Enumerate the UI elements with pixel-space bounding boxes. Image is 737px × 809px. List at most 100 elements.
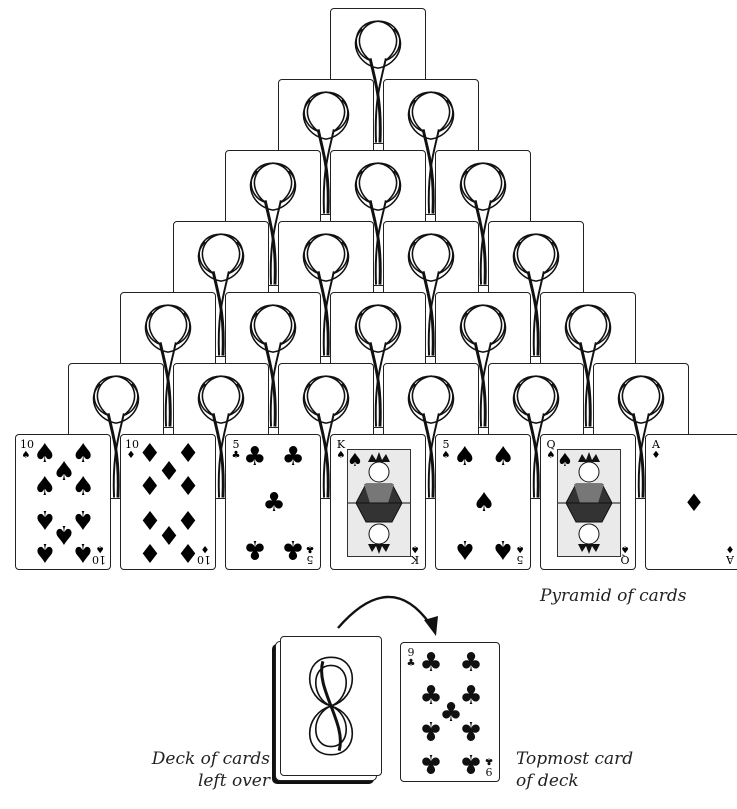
card-rank: 5 [232,438,240,451]
card-index-top: K♠ [335,439,347,461]
suit-pip-icon: ♣ [243,534,267,565]
card-rank: 9 [485,765,493,778]
suit-pip-icon: ♣ [262,488,286,518]
suit-pip-icon: ♠ [33,439,57,470]
suit-pip-icon: ♣ [281,534,305,565]
card-back-flourish-icon [308,656,354,756]
suit-icon: ♣ [484,755,494,766]
suit-pip-icon: ♠ [453,534,477,565]
card-index-bottom: A♦ [724,543,736,566]
card-rank: Q [620,553,630,566]
top-card-caption-line1: Topmost card [516,749,634,769]
card-rank: K [410,553,420,566]
suit-pip-icon: ♠ [453,441,477,472]
deck-caption-line2: left over [197,771,270,791]
suit-pip-icon: ♣ [459,681,483,712]
card-rank: 9 [407,646,415,659]
pyramid-card-face-up[interactable]: A♦A♦♦ [645,434,737,570]
queen-figure-icon [557,449,621,557]
top-card-caption-line2: of deck [516,771,579,791]
suit-pip-icon: ♣ [419,748,443,779]
pyramid-card-face-up[interactable]: K♠K♠♠ [330,434,426,570]
card-back-flourish-icon [249,304,297,427]
card-back-flourish-icon [92,375,139,498]
suit-pip-icon: ♦ [157,456,181,487]
suit-pip-icon: ♦ [138,439,162,470]
suit-pip-icon: ♣ [419,714,443,745]
suit-pip-icon: ♠ [52,456,76,487]
card-back-flourish-icon [354,20,402,143]
card-rank: 10 [20,438,34,451]
card-back-flourish-icon [617,375,664,498]
suit-pip-icon: ♣ [281,441,305,472]
card-back-flourish-icon [407,91,454,214]
card-back-flourish-icon [144,304,192,427]
card-back-flourish-icon [512,375,559,498]
deck-caption-line1: Deck of cards [151,749,270,769]
suit-pip-icon: ♣ [243,441,267,472]
pyramid-card-face-up[interactable]: 5♣5♣♣♣♣♣♣ [225,434,321,570]
suit-pip-icon: ♠ [472,488,496,518]
card-rank: 10 [125,438,139,451]
suit-pip-icon: ♦ [176,471,200,502]
card-rank: 5 [516,553,524,566]
suit-pip-icon: ♣ [439,698,463,728]
card-back-flourish-icon [197,375,244,498]
suit-pip-icon: ♠ [71,471,95,502]
card-rank: K [336,438,346,451]
card-index-top: 10♠ [20,438,34,461]
suit-pip-icon: ♣ [459,647,483,678]
suit-pip-icon: ♣ [419,681,443,712]
card-back-flourish-icon [354,304,402,427]
deck-caption: Deck of cards left over [150,748,270,792]
card-back-flourish-icon [459,304,507,427]
card-back-flourish-icon [302,91,349,214]
suit-icon: ♦ [651,450,661,461]
card-back-flourish-icon [564,304,612,427]
suit-icon: ♠ [441,450,451,461]
pyramid-card-face-up[interactable]: Q♠Q♠♠ [540,434,636,570]
suit-icon: ♠ [21,450,31,461]
suit-pip-icon: ♦ [683,489,705,517]
suit-icon: ♣ [231,450,241,461]
topmost-card[interactable]: 9♣9♣♣♣♣♣♣♣♣♣♣ [400,642,500,782]
suit-pip-icon: ♠ [491,441,515,472]
card-index-top: 5♠ [440,439,452,461]
suit-pip-icon: ♦ [176,536,200,567]
suit-pip-icon: ♠ [33,536,57,567]
suit-pip-icon: ♠ [33,471,57,502]
suit-pip-icon: ♠ [491,534,515,565]
pyramid-caption: Pyramid of cards [540,586,687,606]
card-rank: Q [546,438,556,451]
suit-icon: ♠ [336,450,346,461]
suit-pip-icon: ♠ [71,536,95,567]
card-back-flourish-icon [197,233,244,356]
deck-pile[interactable] [272,636,382,786]
pyramid-card-face-up[interactable]: 10♠10♠♠♠♠♠♠♠♠♠♠♠ [15,434,111,570]
suit-pip-icon: ♣ [459,748,483,779]
card-back-flourish-icon [407,233,454,356]
suit-icon: ♦ [126,450,136,461]
suit-pip-icon: ♦ [138,471,162,502]
card-back-flourish-icon [302,375,349,498]
card-index-top: 5♣ [230,439,242,461]
deck-top-card-back[interactable] [280,636,382,776]
curved-arrow-icon [337,595,438,636]
card-back-flourish-icon [249,162,297,285]
suit-pip-icon: ♠ [346,450,364,471]
suit-pip-icon: ♠ [556,450,574,471]
card-back-flourish-icon [512,233,559,356]
card-rank: 5 [306,553,314,566]
suit-pip-icon: ♦ [176,439,200,470]
king-figure-icon [347,449,411,557]
card-back-flourish-icon [302,233,349,356]
card-index-top: Q♠ [545,439,557,461]
card-back-flourish-icon [407,375,454,498]
pyramid-card-face-up[interactable]: 10♦10♦♦♦♦♦♦♦♦♦♦♦ [120,434,216,570]
suit-pip-icon: ♣ [419,647,443,678]
pyramid-card-face-up[interactable]: 5♠5♠♠♠♠♠♠ [435,434,531,570]
card-rank: A [652,438,660,451]
suit-icon: ♠ [546,450,556,461]
card-back-flourish-icon [459,162,507,285]
